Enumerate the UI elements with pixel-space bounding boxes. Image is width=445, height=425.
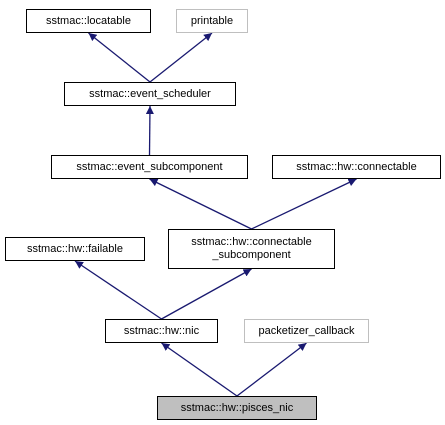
inherit-edge-nic-to-failable (74, 260, 162, 320)
class-node-failable[interactable]: sstmac::hw::failable (5, 237, 145, 261)
inherit-edge-event_scheduler-to-printable (149, 32, 213, 83)
label-line-2: _subcomponent (212, 249, 291, 261)
class-node-event-scheduler[interactable]: sstmac::event_scheduler (64, 82, 236, 106)
inherit-edge-connectable_subcomponent-to-event_subcomponent (149, 178, 252, 230)
inherit-edge-pisces_nic-to-nic (161, 342, 238, 397)
label-line-1: sstmac::hw::connectable (191, 236, 312, 248)
class-node-printable[interactable]: printable (176, 9, 248, 33)
class-node-nic[interactable]: sstmac::hw::nic (105, 319, 218, 343)
inherit-edge-nic-to-connectable_subcomponent (161, 268, 252, 320)
inherit-edge-event_scheduler-to-locatable (88, 32, 151, 83)
class-node-connectable-subcomponent[interactable]: sstmac::hw::connectable _subcomponent (168, 229, 335, 269)
inherit-edge-event_subcomponent-to-event_scheduler (145, 105, 154, 156)
class-node-packetizer-callback[interactable]: packetizer_callback (244, 319, 369, 343)
class-node-locatable[interactable]: sstmac::locatable (26, 9, 151, 33)
class-node-event-subcomponent[interactable]: sstmac::event_subcomponent (51, 155, 248, 179)
inherit-edge-pisces_nic-to-packetizer_callback (236, 342, 307, 397)
class-node-pisces-nic[interactable]: sstmac::hw::pisces_nic (157, 396, 317, 420)
inherit-edge-connectable_subcomponent-to-connectable (251, 178, 357, 230)
class-node-connectable[interactable]: sstmac::hw::connectable (272, 155, 441, 179)
class-node-connectable-subcomponent-label: sstmac::hw::connectable _subcomponent (191, 236, 311, 262)
